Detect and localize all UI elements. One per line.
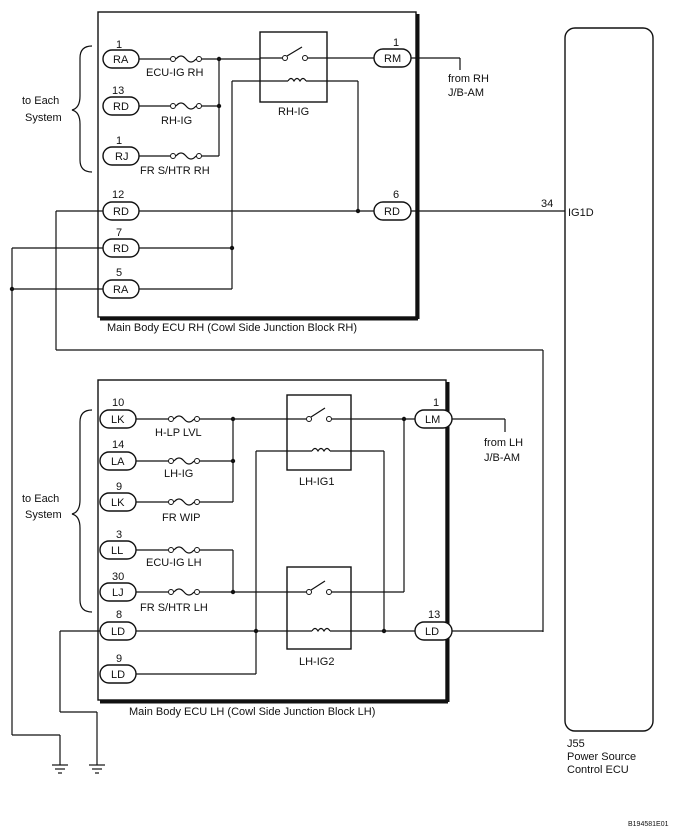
rh-connector-rj-1: 1 RJ: [102, 135, 140, 166]
figure-code: B194581E01: [628, 821, 669, 828]
lh-fuse-fr-shtr-lh: FR S/HTR LH: [136, 588, 287, 614]
svg-text:LJ: LJ: [112, 587, 124, 599]
ecu-pin: 34: [541, 198, 553, 210]
svg-text:FR S/HTR RH: FR S/HTR RH: [140, 165, 210, 177]
svg-text:14: 14: [112, 439, 124, 451]
rh-system-bracket: [71, 45, 93, 173]
svg-text:LK: LK: [111, 497, 125, 509]
lh-system-label: System: [25, 509, 62, 521]
svg-text:LD: LD: [111, 669, 125, 681]
rh-ig-relay: RH-IG: [259, 31, 328, 118]
svg-text:FR S/HTR LH: FR S/HTR LH: [140, 602, 208, 614]
rh-connector-ra-5: 5 RA: [102, 267, 140, 299]
svg-text:RA: RA: [113, 284, 129, 296]
lh-out-connector-ld-13: 13 LD: [414, 609, 453, 641]
svg-text:9: 9: [116, 481, 122, 493]
lh-fuse-ecu-ig-lh: ECU-IG LH: [136, 546, 233, 569]
svg-text:8: 8: [116, 609, 122, 621]
svg-text:LD: LD: [425, 626, 439, 638]
rh-jb-label: J/B-AM: [448, 87, 484, 99]
svg-text:1: 1: [116, 135, 122, 147]
svg-text:9: 9: [116, 653, 122, 665]
rh-out-connector-rm: 1 RM: [373, 37, 412, 68]
lh-connector-ll-3: 3 LL: [99, 529, 137, 560]
lh-ig1-relay: LH-IG1: [286, 394, 352, 488]
svg-text:RJ: RJ: [115, 151, 128, 163]
lh-connector-la-14: 14 LA: [99, 439, 137, 471]
rh-junction-block: Main Body ECU RH (Cowl Side Junction Blo…: [97, 11, 420, 334]
svg-text:RA: RA: [113, 54, 129, 66]
svg-text:6: 6: [393, 189, 399, 201]
rh-connector-rd-13: 13 RD: [102, 85, 140, 116]
svg-text:LD: LD: [111, 626, 125, 638]
ground-icon: [89, 764, 105, 774]
lh-ig2-relay: LH-IG2: [286, 566, 352, 668]
ecu-name-2: Control ECU: [567, 764, 629, 776]
svg-text:ECU-IG LH: ECU-IG LH: [146, 557, 202, 569]
lh-connector-lj-30: 30 LJ: [99, 571, 137, 602]
rh-from-label: from RH: [448, 73, 489, 85]
svg-text:LL: LL: [111, 545, 123, 557]
lh-to-each-label: to Each: [22, 493, 59, 505]
rh-connector-rd-12: 12 RD: [102, 189, 140, 221]
rh-fuse-rh-ig: RH-IG: [139, 102, 219, 127]
lh-fuse-fr-wip: FR WIP: [136, 498, 233, 524]
lh-connector-lk-10: 10 LK: [99, 397, 137, 429]
svg-text:1: 1: [116, 39, 122, 51]
svg-text:5: 5: [116, 267, 122, 279]
ecu-terminal: IG1D: [568, 207, 594, 219]
lh-connector-ld-9: 9 LD: [99, 653, 137, 684]
svg-text:H-LP LVL: H-LP LVL: [155, 427, 202, 439]
svg-text:LM: LM: [425, 414, 440, 426]
rh-connector-ra-1: 1 RA: [102, 39, 140, 69]
svg-text:12: 12: [112, 189, 124, 201]
svg-text:LK: LK: [111, 414, 125, 426]
svg-text:RD: RD: [113, 243, 129, 255]
rh-out-connector-rd-6: 6 RD: [373, 189, 412, 221]
rh-ig-relay-label: RH-IG: [278, 106, 309, 118]
lh-ig2-relay-label: LH-IG2: [299, 656, 334, 668]
lh-from-label: from LH: [484, 437, 523, 449]
rh-to-each-label: to Each: [22, 95, 59, 107]
lh-ig1-relay-label: LH-IG1: [299, 476, 334, 488]
svg-text:FR WIP: FR WIP: [162, 512, 201, 524]
lh-connector-lk-9: 9 LK: [99, 481, 137, 512]
svg-text:RM: RM: [384, 53, 401, 65]
ecu-name-1: Power Source: [567, 751, 636, 763]
svg-text:RD: RD: [113, 101, 129, 113]
svg-text:RD: RD: [113, 206, 129, 218]
rh-fuse-ecu-ig-rh: ECU-IG RH: [139, 55, 260, 79]
svg-text:13: 13: [112, 85, 124, 97]
power-source-control-ecu: 34 IG1D J55 Power Source Control ECU: [541, 27, 654, 776]
svg-text:ECU-IG RH: ECU-IG RH: [146, 67, 204, 79]
lh-fuse-lh-ig: LH-IG: [136, 457, 233, 480]
ground-icon: [52, 764, 68, 774]
svg-text:7: 7: [116, 227, 122, 239]
rh-connector-rd-7: 7 RD: [102, 227, 140, 258]
lh-system-bracket: [71, 409, 93, 613]
svg-text:30: 30: [112, 571, 124, 583]
svg-text:13: 13: [428, 609, 440, 621]
svg-text:10: 10: [112, 397, 124, 409]
svg-text:RH-IG: RH-IG: [161, 115, 192, 127]
svg-text:LH-IG: LH-IG: [164, 468, 193, 480]
lh-block-label: Main Body ECU LH (Cowl Side Junction Blo…: [129, 706, 375, 718]
svg-text:1: 1: [393, 37, 399, 49]
rh-block-label: Main Body ECU RH (Cowl Side Junction Blo…: [107, 322, 357, 334]
lh-jb-label: J/B-AM: [484, 452, 520, 464]
rh-fuse-fr-shtr-rh: FR S/HTR RH: [139, 152, 219, 177]
lh-connector-ld-8: 8 LD: [99, 609, 137, 641]
svg-text:1: 1: [433, 397, 439, 409]
lh-fuse-h-lp-lvl: H-LP LVL: [136, 415, 287, 439]
svg-text:RD: RD: [384, 206, 400, 218]
svg-text:3: 3: [116, 529, 122, 541]
svg-text:LA: LA: [111, 456, 125, 468]
rh-system-label: System: [25, 112, 62, 124]
lh-junction-block: Main Body ECU LH (Cowl Side Junction Blo…: [97, 379, 450, 718]
ecu-code: J55: [567, 738, 585, 750]
